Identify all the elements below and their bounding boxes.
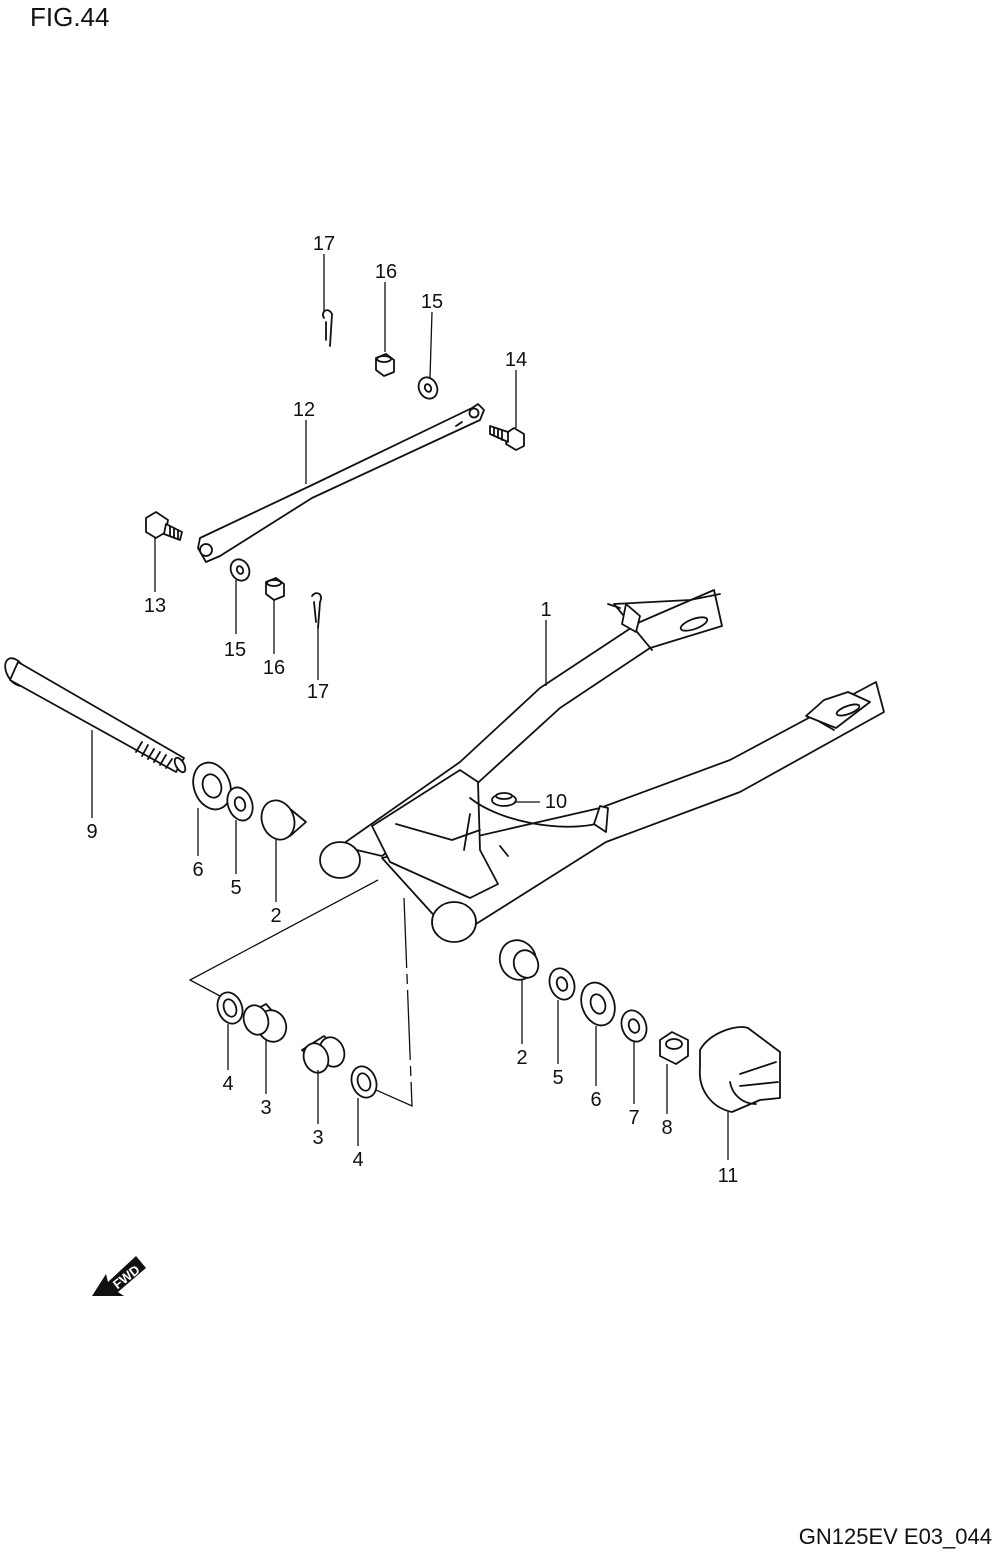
- callout-2-left: 2: [270, 905, 281, 927]
- part-17-cotter-pin-lower: [311, 592, 322, 629]
- callout-10: 10: [545, 791, 567, 813]
- part-15-washer-upper: [417, 376, 439, 400]
- part-2-bushing-right: [498, 939, 540, 981]
- part-17-cotter-pin-upper: [322, 309, 333, 347]
- part-12-torque-link: [197, 403, 485, 563]
- part-13-bolt: [145, 511, 183, 541]
- forward-direction-arrow: FWD: [92, 1256, 146, 1296]
- part-3-spacer-right: [301, 1035, 346, 1074]
- part-5-washer-left: [226, 786, 254, 822]
- part-9-pivot-shaft: [4, 657, 187, 774]
- part-2-bushing-left: [260, 799, 307, 841]
- part-15-washer-lower: [229, 558, 251, 582]
- callout-4-left: 4: [222, 1073, 233, 1095]
- callout-numbers: 17 16 15 14 12 13 15 16 17 1 9 10 6 5 2 …: [86, 233, 738, 1187]
- part-6-oil-seal-left: [192, 761, 232, 811]
- part-7-washer: [620, 1009, 648, 1043]
- callout-8: 8: [661, 1117, 672, 1139]
- part-10-rubber-cushion: [491, 792, 517, 807]
- part-6-oil-seal-right: [580, 981, 616, 1027]
- callout-16-lower: 16: [263, 657, 285, 679]
- callout-6-left: 6: [192, 859, 203, 881]
- callout-11: 11: [718, 1165, 739, 1187]
- callout-9: 9: [86, 821, 97, 843]
- callout-2-right: 2: [516, 1047, 527, 1069]
- callout-5-right: 5: [552, 1067, 563, 1089]
- callout-3-left: 3: [260, 1097, 271, 1119]
- callout-5-left: 5: [230, 877, 241, 899]
- callout-6-right: 6: [590, 1089, 601, 1111]
- part-4-washer-right: [350, 1065, 378, 1099]
- callout-17-lower: 17: [307, 681, 329, 703]
- part-11-pivot-cap: [699, 1026, 781, 1113]
- part-16-nut-lower: [265, 577, 285, 601]
- callout-3-right: 3: [312, 1127, 323, 1149]
- part-8-nut: [659, 1031, 689, 1065]
- assembly-guide-lines: [188, 879, 413, 1108]
- callout-12: 12: [293, 399, 315, 421]
- part-5-washer-right: [548, 967, 576, 1001]
- callout-15-lower: 15: [224, 639, 246, 661]
- part-14-bolt: [489, 425, 525, 451]
- figure-title: FIG.44: [30, 2, 110, 32]
- leader-lines: [91, 254, 729, 1160]
- part-4-washer-left: [216, 991, 244, 1025]
- callout-13: 13: [144, 595, 166, 617]
- part-1-swingarm: [319, 589, 885, 943]
- callout-1: 1: [540, 599, 551, 621]
- callout-16-upper: 16: [375, 261, 397, 283]
- callout-15-upper: 15: [421, 291, 443, 313]
- drawing-code: GN125EV E03_044: [798, 1524, 992, 1549]
- callout-4-right: 4: [352, 1149, 363, 1171]
- part-16-nut-upper: [375, 353, 395, 377]
- callout-7: 7: [628, 1107, 639, 1129]
- callout-17-upper: 17: [313, 233, 335, 255]
- callout-14: 14: [505, 349, 527, 371]
- part-3-spacer-left: [242, 1003, 288, 1043]
